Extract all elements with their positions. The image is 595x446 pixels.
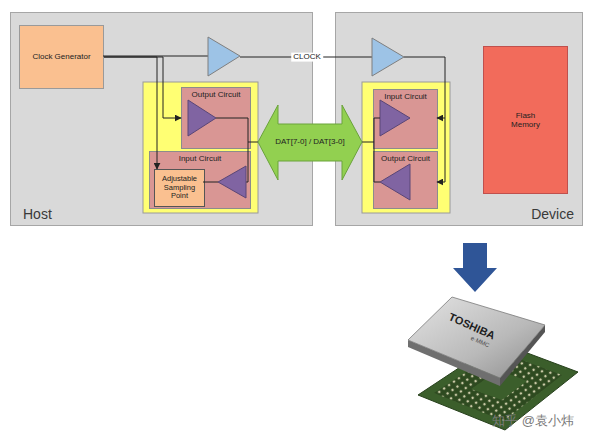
clock-wire bbox=[437, 182, 445, 183]
node-text: Adjustable Sampling Point bbox=[157, 175, 203, 201]
node-text: Input Circuit bbox=[179, 154, 222, 163]
node-text: Device bbox=[531, 206, 574, 222]
clock-wire bbox=[103, 56, 208, 57]
memory-box: Flash Memory bbox=[483, 46, 568, 194]
data-wire bbox=[362, 142, 374, 143]
bus-name: DAT[7-0] / DAT[3-0] bbox=[273, 138, 347, 147]
clock-generator-box: Clock Generator bbox=[19, 25, 104, 89]
node-text: Output Circuit bbox=[192, 90, 241, 99]
node-text: Flash Memory bbox=[506, 111, 546, 129]
sampling-point-box: Adjustable Sampling Point bbox=[154, 169, 205, 207]
watermark: 知乎 @袁小炜 bbox=[490, 414, 576, 428]
node-text: Clock Generator bbox=[32, 52, 90, 61]
host-io-zone bbox=[143, 82, 258, 213]
node-text: Output Circuit bbox=[381, 154, 430, 163]
data-wire bbox=[248, 142, 258, 143]
node-text: Input Circuit bbox=[384, 92, 427, 101]
node-text: Host bbox=[23, 206, 52, 222]
clock-wire bbox=[437, 118, 445, 119]
data-wire bbox=[203, 182, 218, 183]
down-arrow bbox=[453, 243, 497, 292]
device-io-zone bbox=[362, 82, 450, 213]
signal-name: CLOCK bbox=[291, 53, 323, 62]
chip-top bbox=[408, 297, 545, 378]
